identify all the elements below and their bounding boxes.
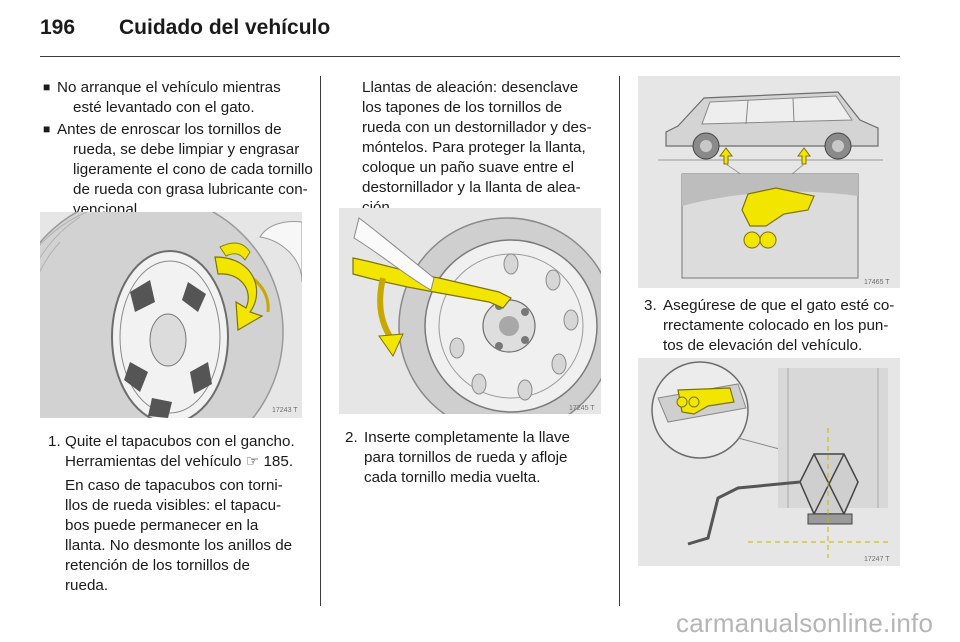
note-line-6: rueda.	[65, 577, 109, 594]
alloy-intro-line-3: rueda con un destornillador y des-	[362, 119, 592, 136]
step-3-number: 3.	[644, 297, 657, 314]
jack-placement-figure: 17247 T	[638, 358, 900, 566]
note-line-3: bos puede permanecer en la	[65, 517, 259, 534]
note-line-2: llos de rueda visibles: el tapacu-	[65, 497, 282, 514]
hubcap-removal-figure: 17243 T	[40, 212, 302, 418]
bullet-2-line-3: ligeramente el cono de cada tornillo	[73, 161, 313, 178]
step-3-line-2: rrectamente colocado en los pun-	[663, 317, 889, 334]
step-2-line-3: cada tornillo media vuelta.	[364, 469, 541, 486]
step-3-line-1: Asegúrese de que el gato esté co-	[663, 297, 895, 314]
alloy-intro-line-5: coloque un paño suave entre el	[362, 159, 574, 176]
figure-code-17245: 17245 T	[569, 405, 595, 412]
step-2-number: 2.	[345, 429, 358, 446]
note-line-4: llanta. No desmonte los anillos de	[65, 537, 293, 554]
bullet-2-line-1: Antes de enroscar los tornillos de	[57, 121, 282, 138]
alloy-intro-line-2: los tapones de los tornillos de	[362, 99, 563, 116]
watermark: carmanualsonline.info	[676, 608, 934, 638]
step-3-line-3: tos de elevación del vehículo.	[663, 337, 863, 354]
figure-code-17243: 17243 T	[272, 407, 298, 414]
column-divider-1	[320, 76, 321, 606]
alloy-intro-line-1: Llantas de aleación: desenclave	[362, 79, 579, 96]
note-line-5: retención de los tornillos de	[65, 557, 250, 574]
step-2-line-2: para tornillos de rueda y afloje	[364, 449, 568, 466]
page-title: Cuidado del vehículo	[119, 16, 331, 39]
figure-code-17247: 17247 T	[864, 556, 890, 563]
step-1-line-1: Quite el tapacubos con el gancho.	[65, 433, 295, 450]
bullet-2-line-2: rueda, se debe limpiar y engrasar	[73, 141, 300, 158]
bullet-1-line-1: No arranque el vehículo mientras	[57, 79, 281, 96]
bullet-marker: ■	[43, 122, 51, 136]
page-number: 196	[40, 16, 76, 39]
bullet-2-line-4: de rueda con grasa lubricante con-	[73, 181, 308, 198]
jacking-points-figure: 17465 T	[638, 76, 900, 288]
wheel-wrench-figure: 17245 T	[339, 208, 601, 414]
step-1-line-2: Herramientas del vehículo ☞ 185.	[65, 453, 294, 470]
header-rule	[40, 56, 900, 57]
bullet-marker: ■	[43, 80, 51, 94]
step-1-number: 1.	[48, 433, 61, 450]
note-line-1: En caso de tapacubos con torni-	[65, 477, 283, 494]
alloy-intro-line-4: móntelos. Para proteger la llanta,	[362, 139, 586, 156]
step-2-line-1: Inserte completamente la llave	[364, 429, 570, 446]
figure-code-17465: 17465 T	[864, 279, 890, 286]
alloy-intro-line-6: destornillador y la llanta de alea-	[362, 179, 581, 196]
column-divider-2	[619, 76, 620, 606]
bullet-1-line-2: esté levantado con el gato.	[73, 99, 255, 116]
